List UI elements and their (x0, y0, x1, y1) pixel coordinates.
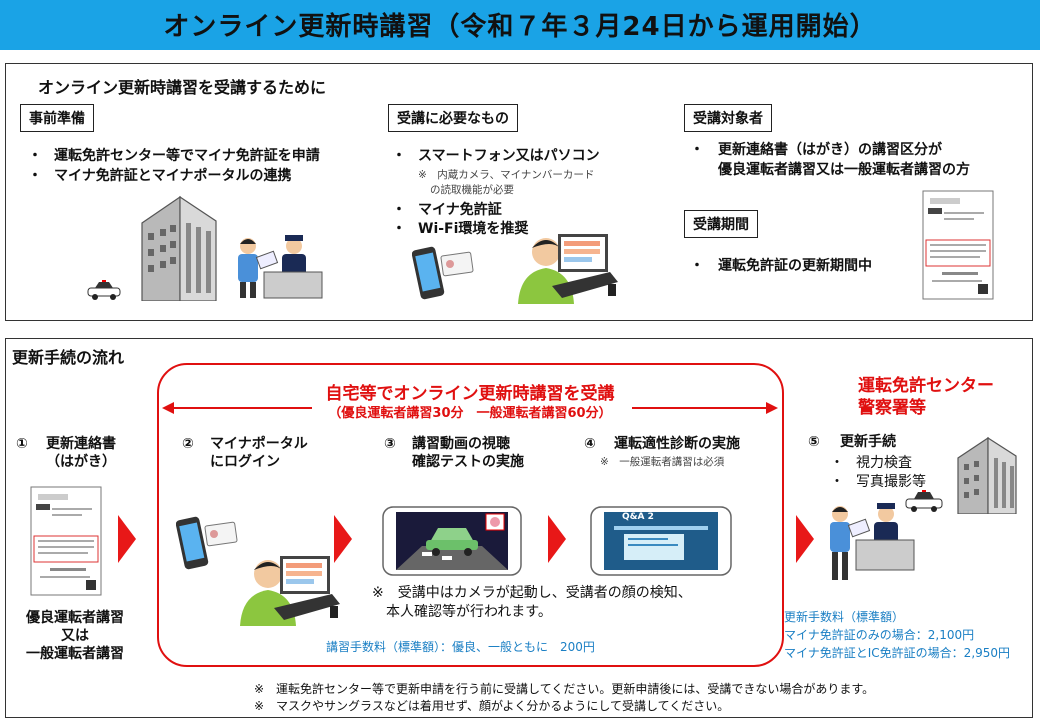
video-screen-icon (382, 506, 522, 576)
requirement-note: ※ 内蔵カメラ、マイナンバーカード (418, 169, 595, 181)
bullet: ・ (830, 455, 844, 471)
quiz-screen-icon (590, 506, 732, 576)
center-title: 警察署等 (858, 398, 926, 418)
step-number: ③ (384, 436, 396, 452)
footer-note: ※ マスクやサングラスなどは着用せず、顔がよく分かるようにして受講してください。 (254, 699, 730, 713)
double-arrow-icon (162, 402, 778, 414)
bullet: ・ (690, 258, 704, 274)
bullet: ・ (392, 221, 406, 237)
building-icon (957, 436, 1017, 514)
title-banner (0, 0, 1040, 50)
prep-item: 運転免許センター等でマイナ免許証を申請 (54, 148, 320, 164)
center-title: 運転免許センター (858, 376, 994, 396)
step-number: ① (16, 436, 28, 452)
camera-note: ※ 受講中はカメラが起動し、受講者の顔の検知、 (372, 585, 692, 601)
target-item: 優良運転者講習又は一般運転者講習の方 (718, 162, 970, 178)
step-subitem: 写真撮影等 (856, 474, 926, 490)
step-number: ② (182, 436, 194, 452)
step-title: 講習動画の視聴 (412, 436, 510, 452)
camera-note: 本人確認等が行われます。 (386, 604, 552, 620)
bullet: ・ (392, 202, 406, 218)
period-item: 運転免許証の更新期間中 (718, 258, 872, 274)
step-subitem: 視力検査 (856, 455, 912, 471)
step-title: 更新手続 (840, 434, 896, 450)
officer-counter-icon (238, 235, 323, 299)
target-item: 更新連絡書（はがき）の講習区分が (718, 142, 942, 158)
person-at-laptop-icon (240, 556, 340, 626)
renewal-fee: マイナ免許証とIC免許証の場合：2,950円 (784, 646, 1011, 660)
course-type-label: 優良運転者講習 (26, 610, 124, 626)
postcard-icon (30, 486, 102, 596)
page-title: オンライン更新時講習（令和７年３月24日から運用開始） (163, 12, 877, 42)
section-period-label: 受講期間 (684, 210, 758, 238)
step-title: 更新連絡書 (46, 436, 116, 452)
bullet: ・ (28, 148, 42, 164)
renewal-fee: マイナ免許証のみの場合：2,100円 (784, 628, 975, 642)
step-title: （はがき） (46, 454, 116, 470)
flow-heading: 更新手続の流れ (12, 348, 125, 367)
postcard-icon (922, 190, 994, 300)
course-type-label: 一般運転者講習 (26, 646, 124, 662)
online-course-frame (157, 363, 784, 667)
online-course-title: 自宅等でオンライン更新時講習を受講 (325, 384, 615, 404)
step-number: ④ (584, 436, 596, 452)
bullet: ・ (830, 474, 844, 490)
bullet: ・ (28, 168, 42, 184)
police-car-icon (87, 280, 121, 300)
requirement-item: Wi-Fi環境を推奨 (418, 221, 529, 237)
step-title: にログイン (210, 454, 280, 470)
step-title: 運転適性診断の実施 (614, 436, 740, 452)
bullet: ・ (392, 148, 406, 164)
requirement-item: スマートフォン又はパソコン (418, 148, 600, 164)
step-title: 確認テストの実施 (412, 454, 524, 470)
preparation-heading: オンライン更新時講習を受講するために (38, 78, 327, 97)
requirement-note: の読取機能が必要 (430, 184, 514, 196)
section-target-label: 受講対象者 (684, 104, 772, 132)
police-car-icon (905, 490, 943, 512)
chevron-right-icon (118, 515, 136, 563)
prep-item: マイナ免許証とマイナポータルの連携 (54, 168, 292, 184)
section-prior-preparation-label: 事前準備 (20, 104, 94, 132)
smartphone-card-icon (412, 246, 474, 300)
requirement-item: マイナ免許証 (418, 202, 502, 218)
course-fee: 講習手数料（標準額）：優良、一般ともに 200円 (326, 640, 595, 654)
quiz-screen-title: Q&A 2 (622, 512, 654, 522)
smartphone-card-icon (176, 516, 238, 570)
footer-note: ※ 運転免許センター等で更新申請を行う前に受講してください。更新申請後には、受講… (254, 682, 875, 696)
building-icon (141, 195, 217, 301)
course-type-label: 又は (61, 628, 89, 644)
section-requirements-label: 受講に必要なもの (388, 104, 518, 132)
renewal-fee-title: 更新手数料（標準額） (784, 610, 905, 624)
step-note: ※ 一般運転者講習は必須 (600, 456, 725, 468)
officer-counter-icon (830, 503, 915, 580)
chevron-right-icon (334, 515, 352, 563)
step-number: ⑤ (808, 434, 820, 450)
bullet: ・ (690, 142, 704, 158)
person-at-laptop-icon (518, 234, 618, 304)
chevron-right-icon (548, 515, 566, 563)
online-course-duration: （優良運転者講習30分 一般運転者講習60分） (328, 406, 612, 421)
chevron-right-icon (796, 515, 814, 563)
step-title: マイナポータル (210, 436, 308, 452)
